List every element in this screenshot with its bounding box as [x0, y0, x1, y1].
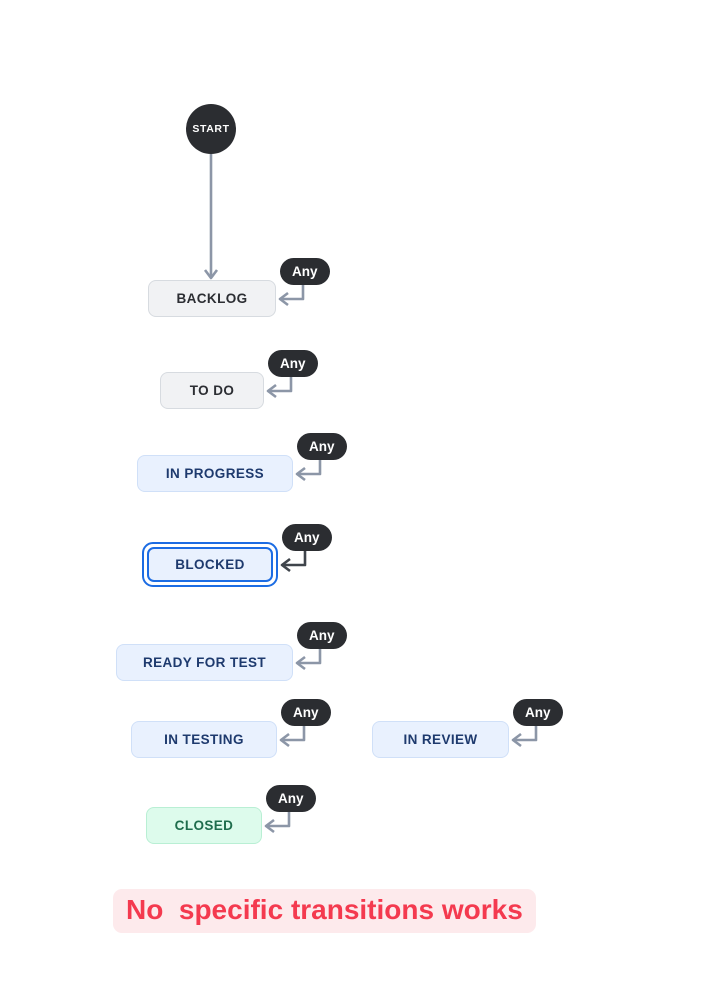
status-label: READY FOR TEST — [142, 655, 267, 670]
node-backlog: BACKLOG Any — [148, 258, 330, 317]
node-blocked: BLOCKED Any — [142, 524, 332, 587]
any-transition-pill[interactable]: Any — [297, 433, 347, 460]
any-transition-pill[interactable]: Any — [281, 699, 331, 726]
status-backlog[interactable]: BACKLOG — [148, 280, 276, 317]
status-closed[interactable]: CLOSED — [146, 807, 262, 844]
node-closed: CLOSED Any — [146, 785, 316, 844]
node-in-progress: IN PROGRESS Any — [137, 433, 347, 492]
any-transition-pill[interactable]: Any — [297, 622, 347, 649]
start-transition-arrow[interactable] — [203, 154, 219, 282]
any-transition-arrow[interactable] — [264, 377, 304, 403]
node-to-do: TO DO Any — [160, 350, 318, 409]
any-transition-pill[interactable]: Any — [282, 524, 332, 551]
any-transition-pill[interactable]: Any — [266, 785, 316, 812]
start-node[interactable]: START — [186, 104, 236, 154]
status-label: IN REVIEW — [403, 732, 478, 747]
status-label: IN TESTING — [164, 732, 244, 747]
status-ready-for-test[interactable]: READY FOR TEST — [116, 644, 293, 681]
status-label: CLOSED — [174, 818, 234, 833]
any-transition-arrow[interactable] — [277, 726, 317, 752]
any-transition-arrow[interactable] — [293, 460, 333, 486]
any-transition-arrow[interactable] — [293, 649, 333, 675]
any-transition-pill[interactable]: Any — [513, 699, 563, 726]
node-in-review: IN REVIEW Any — [372, 699, 563, 758]
any-transition-arrow[interactable] — [262, 812, 302, 838]
any-transition-arrow[interactable] — [509, 726, 549, 752]
status-label: TO DO — [189, 383, 235, 398]
selected-status-ring: BLOCKED — [142, 542, 278, 587]
any-transition-pill[interactable]: Any — [280, 258, 330, 285]
start-label: START — [192, 123, 230, 135]
status-in-review[interactable]: IN REVIEW — [372, 721, 509, 758]
status-label: BACKLOG — [176, 291, 248, 306]
status-label: BLOCKED — [175, 557, 245, 572]
status-in-testing[interactable]: IN TESTING — [131, 721, 277, 758]
node-ready-for-test: READY FOR TEST Any — [116, 622, 347, 681]
status-label: IN PROGRESS — [165, 466, 265, 481]
any-transition-arrow-selected[interactable] — [278, 551, 318, 577]
any-transition-pill[interactable]: Any — [268, 350, 318, 377]
status-blocked[interactable]: BLOCKED — [147, 547, 273, 582]
warning-note: No specific transitions works — [113, 889, 536, 933]
node-in-testing: IN TESTING Any — [131, 699, 331, 758]
status-in-progress[interactable]: IN PROGRESS — [137, 455, 293, 492]
status-to-do[interactable]: TO DO — [160, 372, 264, 409]
any-transition-arrow[interactable] — [276, 285, 316, 311]
